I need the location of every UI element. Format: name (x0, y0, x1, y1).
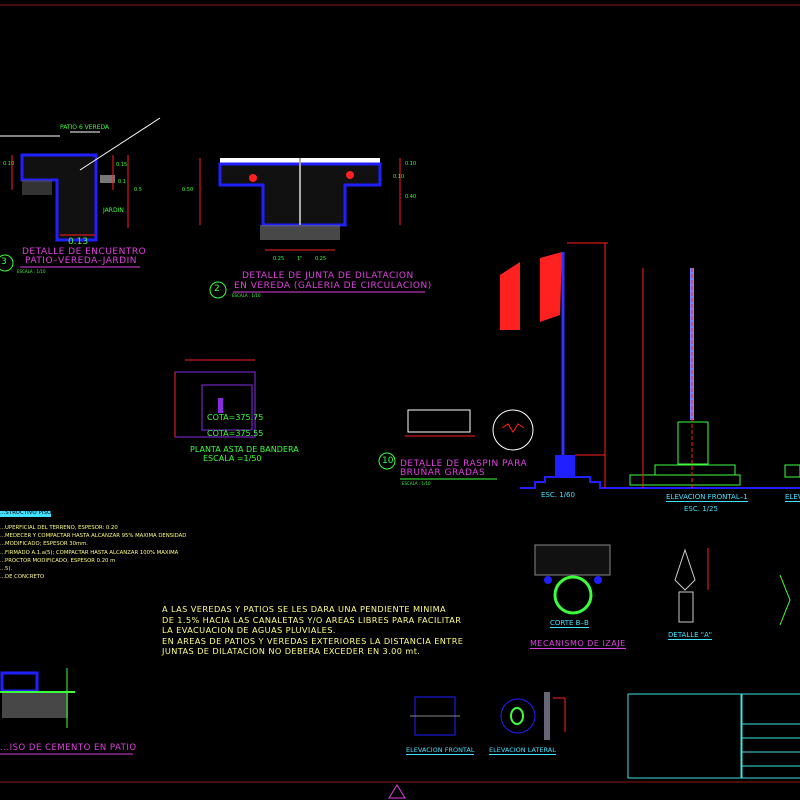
detail-3-title: DETALLE DE ENCUENTRO (22, 247, 147, 257)
dim-label: 0.10 (393, 174, 405, 180)
dim-label: 0.15 (116, 162, 128, 168)
planta-asta-plan (174, 359, 256, 438)
flag-pole-elevation (500, 242, 800, 489)
detail-10-scale: ESCALA : 1/10 (402, 481, 431, 486)
bracket-frontal-title: ELEVACION FRONTAL (406, 746, 475, 755)
specs-list: ...UPERFICIAL DEL TERRENO, ESPESOR: 0.20… (0, 524, 186, 581)
note-line: A LAS VEREDAS Y PATIOS SE LES DARA UNA P… (162, 604, 447, 614)
detail-2-subtitle: EN VEREDA (GALERIA DE CIRCULACION) (234, 281, 432, 291)
dim-label: 0.10 (3, 161, 15, 167)
elevation-scale-60: ESC. 1/60 (541, 491, 575, 499)
dim-label: 0.50 (182, 187, 194, 193)
elevation-scale-25: ESC. 1/25 (684, 505, 718, 513)
dim-label: 0.10 (405, 161, 417, 167)
dim-label: 1" (297, 256, 303, 262)
note-line: JUNTAS DE DILATACION NO DEBERA EXCEDER E… (162, 646, 421, 656)
cota-2: COTA=375.55 (207, 429, 264, 438)
detail-2-scale: ESCALA : 1/10 (232, 293, 261, 298)
general-notes: A LAS VEREDAS Y PATIOS SE LES DARA UNA P… (162, 604, 463, 657)
detail-number-10: 10 (382, 456, 394, 466)
elevation-frontal-title: ELEVACION FRONTAL–1 (666, 493, 748, 502)
flag-red-stripe-2 (540, 252, 562, 322)
corte-b-b-title: CORTE B–B (550, 619, 589, 628)
note-line: EN AREAS DE PATIOS Y VEREDAS EXTERIORES … (162, 635, 464, 646)
dim-0-13: 0.13 (68, 237, 89, 247)
title-block-frame (627, 693, 742, 779)
spec-line: ...UPERFICIAL DEL TERRENO, ESPESOR: 0.20 (0, 525, 118, 531)
mecanismo-izaje-title: MECANISMO DE IZAJE (530, 639, 626, 649)
specs-heading: ...STRUCTIVO PISO (0, 510, 52, 517)
spec-line: ...MODIFICADO; ESPESOR 30mm. (0, 541, 88, 548)
label-jardin: JARDIN (103, 207, 124, 214)
detalle-a-title: DETALLE "A" (668, 631, 713, 640)
detail-2-section (199, 158, 425, 299)
dim-label: 0.5 (134, 187, 142, 193)
dim-label: 0.25 (273, 256, 285, 262)
title-block-info (741, 693, 800, 779)
bracket-lateral-title: ELEVACION LATERAL (489, 746, 556, 755)
detail-10-title: DETALLE DE RASPIN PARA (400, 459, 528, 469)
detail-10-raspin (378, 409, 534, 480)
elevation-lateral-cut: ELEV (785, 494, 800, 502)
detail-3-scale: ESCALA : 1/10 (17, 269, 46, 274)
spec-line: ...MEDECER Y COMPACTAR HASTA ALCANZAR 95… (0, 533, 187, 540)
spec-line: ...FIRMADO A.1.a(5); COMPACTAR HASTA ALC… (0, 549, 179, 556)
spec-line: ...5). (0, 566, 13, 573)
detail-number-3: 3 (1, 257, 7, 267)
cota-1: COTA=375.75 (207, 413, 264, 422)
detail-3-subtitle: PATIO–VEREDA–JARDIN (25, 256, 137, 266)
flag-red-stripe-1 (500, 262, 520, 330)
planta-title: PLANTA ASTA DE BANDERA (190, 445, 299, 454)
dim-label: 0.25 (315, 256, 327, 262)
planta-scale: ESCALA =1/50 (203, 454, 262, 463)
piso-cemento-drawing (0, 668, 133, 755)
detail-number-2: 2 (214, 284, 220, 294)
spec-line: ...PROCTOR MODIFICADO, ESPESOR 0.20 m (0, 557, 116, 564)
bracket-elevations (410, 692, 566, 740)
detail-3-section (0, 117, 161, 272)
mecanismo-izaje-drawing (534, 544, 791, 626)
north-triangle-marker (388, 784, 406, 799)
note-line: DE 1.5% HACIA LAS CANALETAS Y/O AREAS LI… (162, 614, 462, 625)
piso-cemento-title: ...ISO DE CEMENTO EN PATIO (0, 743, 137, 753)
label-patio-vereda: PATIO 6 VEREDA (60, 124, 110, 131)
dim-label: 0.1 (118, 179, 126, 185)
spec-line: ...DE CONCRETO (0, 574, 45, 581)
detail-10-subtitle: BRUÑAR GRADAS (400, 468, 486, 478)
dim-label: 0.40 (405, 194, 417, 200)
detail-2-title: DETALLE DE JUNTA DE DILATACION (242, 271, 414, 281)
note-line: LA EVACUACION DE AGUAS PLUVIALES. (162, 625, 336, 635)
